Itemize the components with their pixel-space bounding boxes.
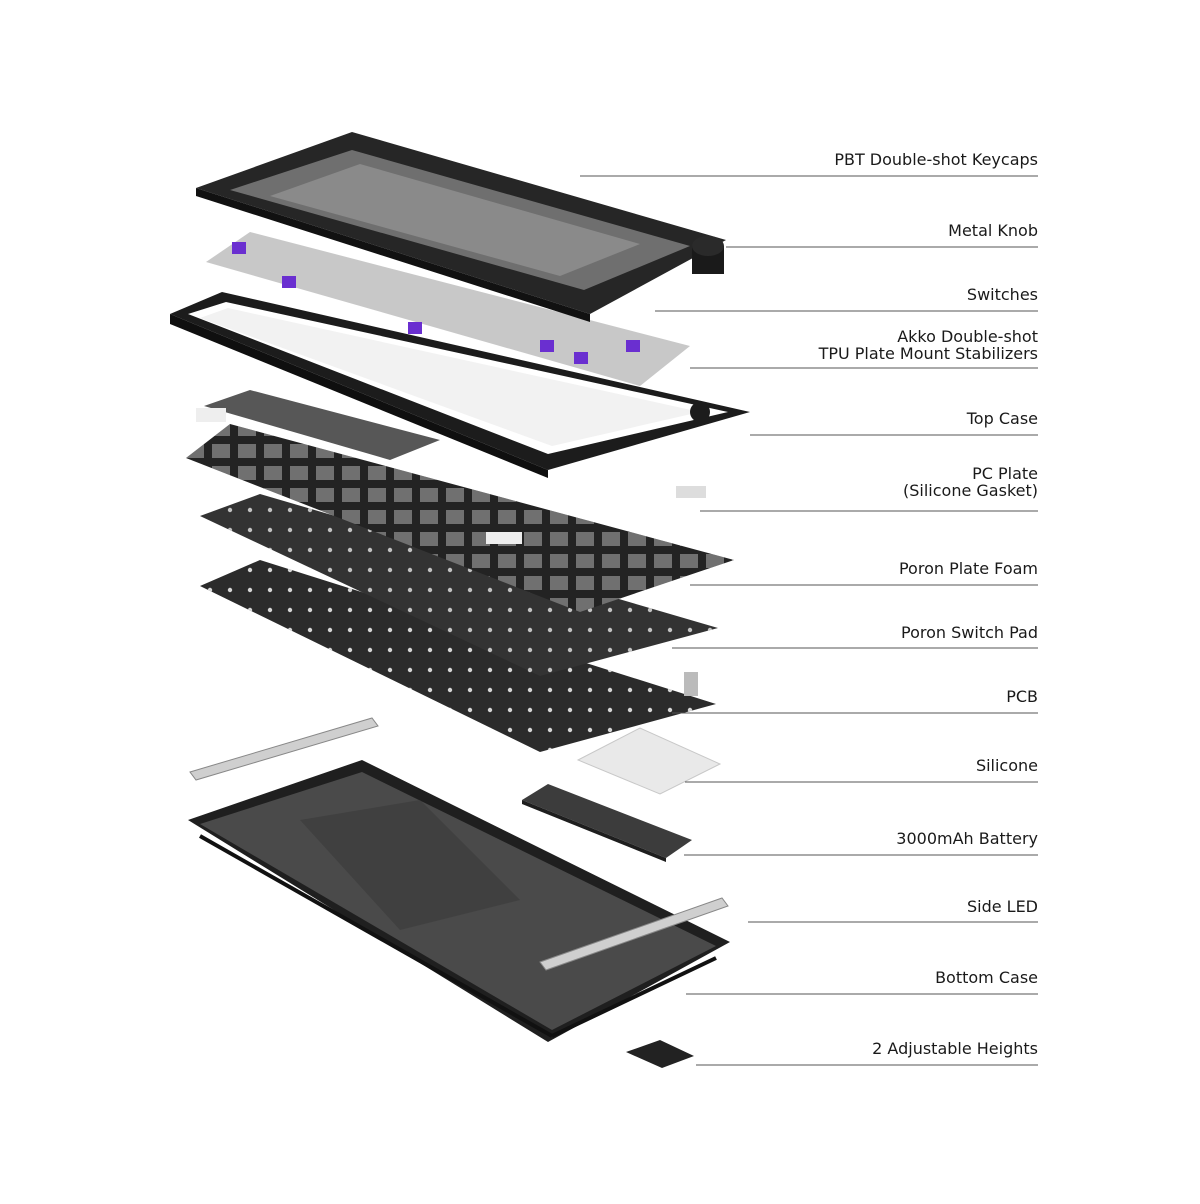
keycaps-shape <box>196 132 726 322</box>
battery-shape <box>522 784 692 862</box>
plate-foam-shape <box>196 390 440 460</box>
label-side-led: Side LED <box>966 897 1038 916</box>
switches-shape <box>206 232 690 386</box>
feet-shape <box>626 1040 694 1068</box>
leader-lines <box>580 175 1038 1066</box>
pcb-shape <box>200 560 716 752</box>
pc-plate-shape <box>186 424 734 612</box>
label-pcb: PCB <box>1006 687 1038 706</box>
label-top-case: Top Case <box>966 409 1038 428</box>
label-switch-pad: Poron Switch Pad <box>901 623 1038 642</box>
label-battery: 3000mAh Battery <box>896 829 1038 848</box>
side-led-shape <box>189 717 729 971</box>
top-case-shape <box>170 292 750 478</box>
label-feet: 2 Adjustable Heights <box>872 1039 1038 1058</box>
label-plate-foam: Poron Plate Foam <box>898 559 1038 578</box>
label-bottom-case: Bottom Case <box>935 968 1038 987</box>
label-knob: Metal Knob <box>948 221 1038 240</box>
label-keycaps: PBT Double-shot Keycaps <box>834 150 1038 169</box>
bottom-case-shape <box>188 760 730 1042</box>
label-silicone: Silicone <box>975 756 1038 775</box>
label-pc-plate: PC Plate (Silicone Gasket) <box>903 464 1038 500</box>
knob-shape <box>692 236 724 274</box>
silicone-shape <box>576 727 722 795</box>
switch-pad-shape <box>200 494 718 676</box>
label-stabilizers: Akko Double-shot TPU Plate Mount Stabili… <box>818 327 1038 363</box>
label-switches: Switches <box>966 285 1038 304</box>
